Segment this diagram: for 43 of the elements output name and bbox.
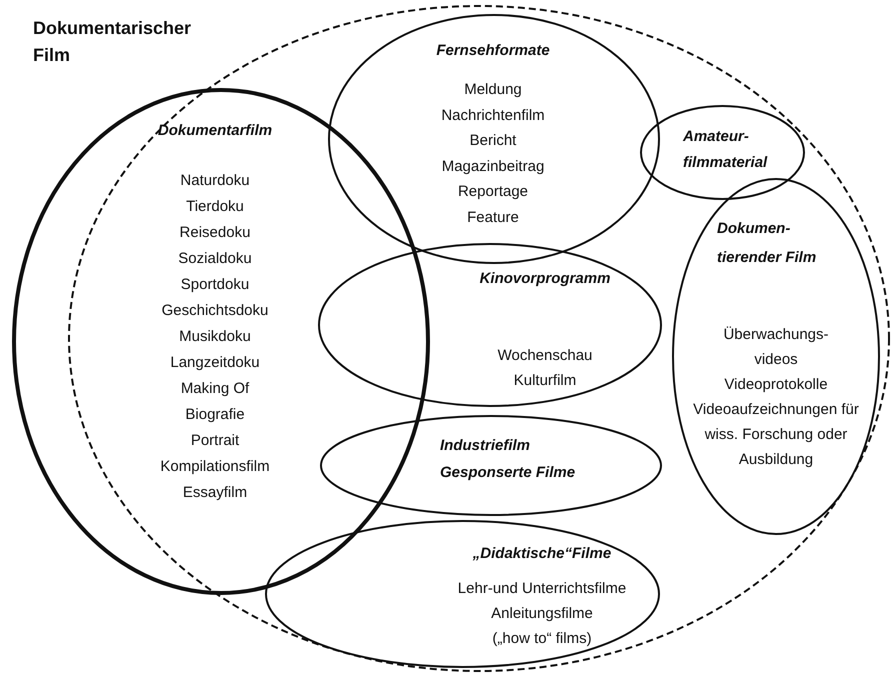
list-item: Portrait bbox=[190, 431, 240, 451]
list-item: Naturdoku bbox=[179, 171, 251, 191]
list-item: Langzeitdoku bbox=[169, 353, 261, 373]
category-ellipse bbox=[672, 178, 880, 535]
category-ellipse bbox=[320, 415, 662, 516]
category-heading: Amateur- filmmaterial bbox=[683, 127, 768, 173]
category-heading: Kinovorprogramm bbox=[478, 269, 612, 289]
list-item: Bericht bbox=[468, 131, 518, 152]
list-item: Videoprotokolle bbox=[723, 375, 829, 395]
category-ellipse bbox=[265, 520, 660, 668]
list-item: Magazinbeitrag bbox=[440, 156, 546, 177]
category-heading: „Didaktische“Filme bbox=[472, 544, 612, 564]
list-item: Wochenschau bbox=[496, 346, 594, 366]
list-item: Lehr-und Unterrichtsfilme bbox=[456, 579, 628, 599]
category-heading: Fernsehformate bbox=[435, 41, 551, 61]
list-item: Making Of bbox=[180, 379, 250, 399]
list-item: Essayfilm bbox=[182, 483, 248, 503]
category-ellipse bbox=[12, 88, 430, 595]
list-item: Biografie bbox=[184, 405, 246, 425]
list-item: („how to“ films) bbox=[491, 629, 593, 649]
category-heading: Dokumen- tierender Film bbox=[717, 219, 818, 268]
list-item: Kompilationsfilm bbox=[159, 457, 271, 477]
list-item: Nachrichtenfilm bbox=[440, 106, 546, 126]
category-ellipse bbox=[318, 243, 662, 407]
list-item: Meldung bbox=[463, 80, 523, 100]
list-item: Geschichtsdoku bbox=[160, 301, 270, 321]
list-item: Sportdoku bbox=[180, 275, 250, 295]
list-item: Feature bbox=[466, 208, 520, 228]
category-ellipse bbox=[328, 14, 660, 264]
category-ellipse bbox=[640, 105, 805, 200]
category-heading: Dokumentarischer Film bbox=[33, 17, 192, 67]
list-item: Reisedoku bbox=[178, 223, 252, 243]
category-heading: Industriefilm bbox=[440, 436, 532, 456]
list-item: Tierdoku bbox=[185, 197, 245, 217]
list-item: Videoaufzeichnungen für wiss. Forschung oder Ausbildung bbox=[692, 400, 860, 470]
list-item: Kulturfilm bbox=[512, 371, 578, 391]
list-item: Musikdoku bbox=[178, 327, 252, 347]
category-heading: Gesponserte Filme bbox=[440, 463, 576, 483]
list-item: Überwachungs- videos bbox=[722, 325, 830, 370]
list-item: Anleitungsfilme bbox=[490, 604, 594, 624]
list-item: Reportage bbox=[456, 182, 530, 202]
category-heading: Dokumentarfilm bbox=[156, 121, 274, 141]
list-item: Sozialdoku bbox=[177, 249, 253, 269]
